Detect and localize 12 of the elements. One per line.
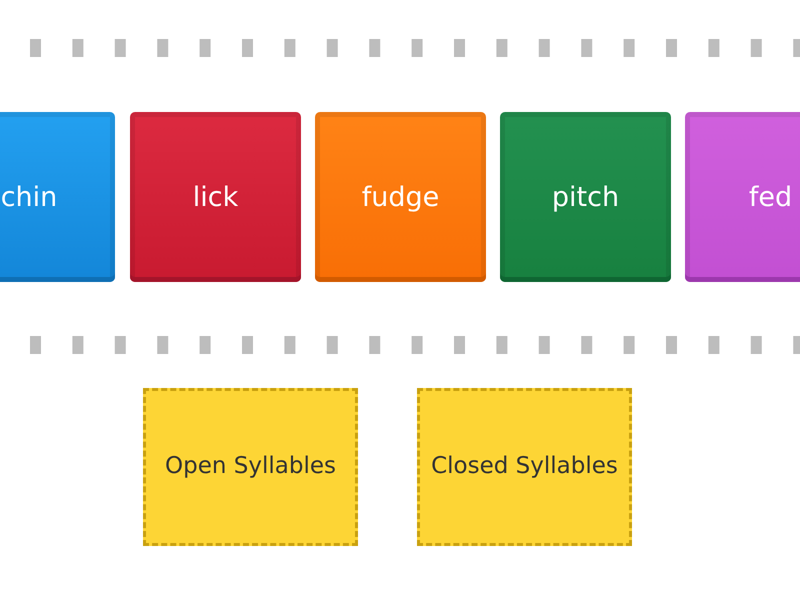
category-label: Closed Syllables — [431, 452, 618, 482]
category-label: Open Syllables — [165, 452, 336, 482]
word-card — [130, 112, 301, 282]
word-text: chin — [0, 182, 58, 212]
word-text: fed — [748, 182, 792, 212]
word-text: fudge — [362, 182, 440, 212]
drop-zone — [143, 388, 358, 546]
word-text: lick — [192, 182, 238, 212]
word-text: pitch — [552, 182, 620, 212]
drop-zone — [417, 388, 632, 546]
word-card — [315, 112, 486, 282]
word-card — [500, 112, 671, 282]
